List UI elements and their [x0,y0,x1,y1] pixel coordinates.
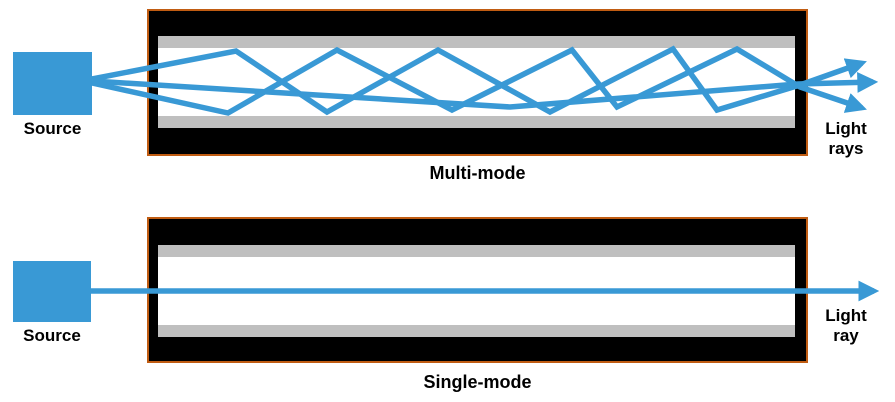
source-label-multimode: Source [23,119,82,138]
cladding-top-multimode [158,36,795,48]
source-box-multimode [13,52,92,115]
fiber-singlemode [147,217,808,363]
source-box-singlemode [13,261,91,322]
core-singlemode [158,257,795,325]
cladding-bottom-multimode [158,116,795,128]
source-label-singlemode: Source [23,326,81,345]
core-multimode [158,48,795,116]
output-label-multimode: Light rays [825,119,867,158]
fiber-multimode [147,9,808,156]
cladding-bottom-singlemode [158,325,795,337]
output-label-singlemode: Light ray [825,306,867,345]
mode-label-multimode: Multi-mode [429,163,526,183]
mode-label-singlemode: Single-mode [423,372,532,392]
cladding-top-singlemode [158,245,795,257]
